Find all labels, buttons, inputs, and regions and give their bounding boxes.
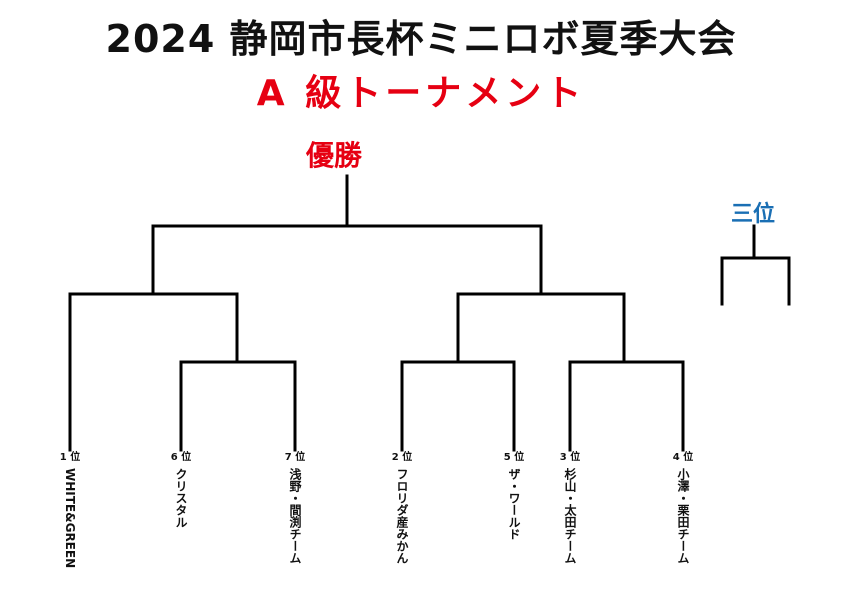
bracket-quarterfinal-right-b <box>568 360 685 452</box>
team-slot-4: 2 位 フロリダ産みかん <box>382 452 422 564</box>
team-rank: 1 位 <box>59 452 81 463</box>
third-place-label: 三位 <box>731 202 776 227</box>
team-slot-1: 1 位 WHITE&GREEN <box>50 452 90 568</box>
team-rank: 3 位 <box>559 452 581 463</box>
team-name: ザ・ワールド <box>507 468 521 540</box>
team-name: 小澤・栗田チーム <box>676 468 690 564</box>
team-name: WHITE&GREEN <box>63 468 77 569</box>
team-name: 杉山・太田チーム <box>563 468 577 564</box>
bracket-semifinal-right <box>456 292 626 364</box>
team-rank: 7 位 <box>284 452 306 463</box>
team-name: 浅野・間渕チーム <box>288 468 302 564</box>
bracket-semifinal-left <box>68 292 239 452</box>
team-slot-3: 7 位 浅野・間渕チーム <box>275 452 315 564</box>
page-title: 2024 静岡市長杯ミニロボ夏季大会 <box>105 17 737 61</box>
bracket-final <box>151 224 543 296</box>
bracket-quarterfinal-left <box>179 360 297 452</box>
team-slot-6: 3 位 杉山・太田チーム <box>550 452 590 564</box>
team-name: クリスタル <box>174 468 188 528</box>
team-slot-5: 5 位 ザ・ワールド <box>494 452 534 540</box>
team-rank: 2 位 <box>391 452 413 463</box>
team-rank: 6 位 <box>170 452 192 463</box>
bracket-quarterfinal-right-a <box>400 360 516 452</box>
team-slot-7: 4 位 小澤・栗田チーム <box>663 452 703 564</box>
team-rank: 5 位 <box>503 452 525 463</box>
team-slot-2: 6 位 クリスタル <box>161 452 201 528</box>
team-rank: 4 位 <box>672 452 694 463</box>
bracket-third-place-match <box>720 256 791 306</box>
team-name: フロリダ産みかん <box>395 468 409 564</box>
champion-label: 優勝 <box>306 139 363 172</box>
page-subtitle: A 級トーナメント <box>256 73 586 114</box>
